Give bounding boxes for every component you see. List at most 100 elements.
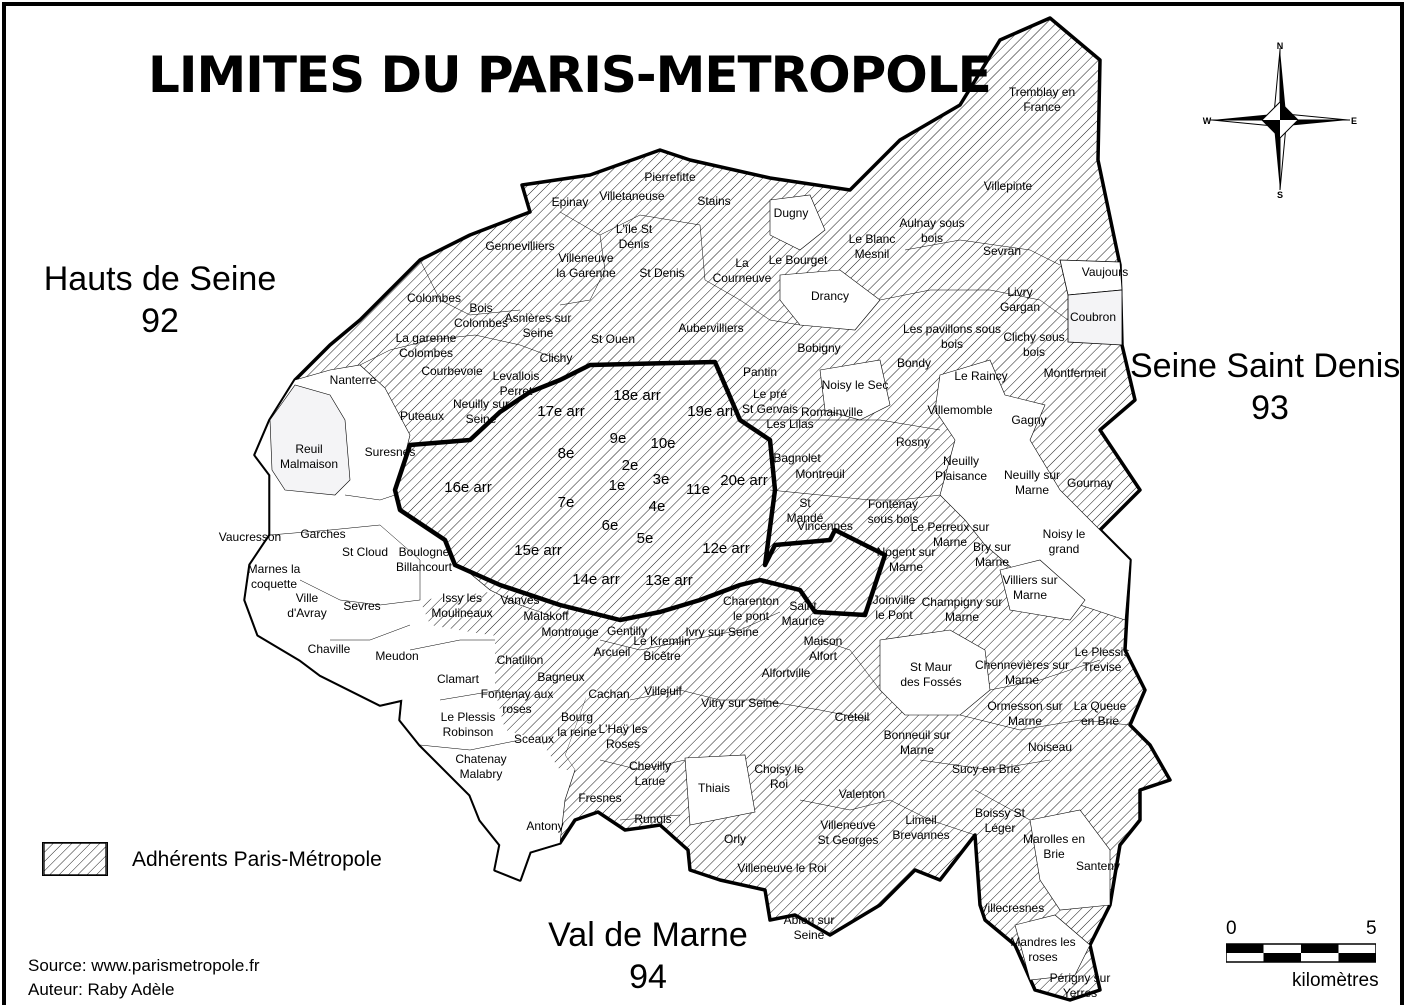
commune-boundaries [269, 211, 1131, 836]
dept-number: 93 [1251, 389, 1289, 427]
dept-label-seine-saint-denis: Seine Saint Denis 93 [1130, 345, 1400, 429]
commune-label: Puteaux [400, 409, 444, 423]
dept-label-hauts-de-seine: Hauts de Seine 92 [40, 258, 280, 342]
commune-label: Montreuil [795, 467, 844, 481]
commune-label: Gournay [1067, 476, 1113, 490]
non-member-thiais [684, 754, 756, 826]
scale-min: 0 [1226, 918, 1237, 939]
map-title: LIMITES DU PARIS-METROPOLE [148, 46, 992, 104]
dept-number: 94 [629, 958, 667, 996]
non-member-east [934, 359, 1131, 621]
commune-label: Le Raincy [954, 369, 1007, 383]
commune-label: Epinay [552, 195, 589, 209]
commune-label: Bobigny [797, 341, 840, 355]
compass-s: S [1277, 190, 1283, 200]
commune-label: Meudon [375, 649, 418, 663]
commune-label: Nanterre [330, 373, 377, 387]
scale-bar: 0 5 kilomètres [1222, 918, 1380, 998]
commune-label: Noiseau [1028, 740, 1072, 754]
compass-w: W [1203, 116, 1212, 126]
commune-label: Chaville [308, 642, 351, 656]
compass-icon: N S W E [1203, 41, 1357, 200]
commune-label: Dugny [774, 206, 809, 220]
commune-label: Orly [724, 832, 746, 846]
commune-label: Chatillon [497, 653, 544, 667]
arrondissement-label: 20e arr [720, 472, 768, 489]
commune-label: Drancy [811, 289, 849, 303]
arrondissement-label: 11e [686, 481, 710, 498]
commune-label: Coubron [1070, 310, 1116, 324]
commune-label: Noisy le Sec [822, 378, 889, 392]
scale-max: 5 [1366, 918, 1377, 939]
commune-label: Alfortville [762, 666, 811, 680]
commune-label: Villecresnes [980, 901, 1044, 915]
commune-label: Villetaneuse [599, 189, 664, 203]
commune-label: Bondy [897, 356, 931, 370]
commune-label: Gagny [1011, 413, 1046, 427]
commune-label: Clamart [437, 672, 480, 686]
dept-number: 92 [141, 302, 179, 340]
commune-label: Villeneuve le Roi [737, 861, 826, 875]
commune-label: Colombes [407, 291, 461, 305]
author-credit: Auteur: Raby Adèle [28, 980, 175, 999]
commune-label: Pierrefitte [644, 170, 696, 184]
commune-label: Romainville [801, 405, 863, 419]
commune-label: Thiais [698, 781, 730, 795]
non-member-southeast [1029, 809, 1111, 911]
commune-label: Vitry sur Seine [701, 696, 779, 710]
dept-name: Val de Marne [548, 916, 748, 954]
arrondissement-label: 1e [609, 477, 626, 494]
non-member-st-maur [879, 629, 991, 716]
commune-label: St Denis [639, 266, 684, 280]
commune-label: Vanves [500, 593, 539, 607]
paris-boundary [392, 359, 888, 623]
non-member-villiers [999, 559, 1086, 621]
non-member-dugny [769, 194, 826, 251]
commune-label: Sceaux [514, 732, 554, 746]
arrondissement-label: 17e arr [537, 403, 585, 420]
commune-label: Courbevoie [421, 364, 483, 378]
commune-label: St Ouen [591, 332, 635, 346]
commune-label: Vaucresson [219, 530, 281, 544]
commune-label: Villepinte [984, 179, 1033, 193]
commune-label: Pantin [743, 365, 777, 379]
commune-label: Vaujours [1082, 265, 1128, 279]
arrondissement-label: 5e [637, 530, 654, 547]
arrondissement-label: 3e [653, 471, 670, 488]
scale-unit: kilomètres [1292, 970, 1379, 991]
